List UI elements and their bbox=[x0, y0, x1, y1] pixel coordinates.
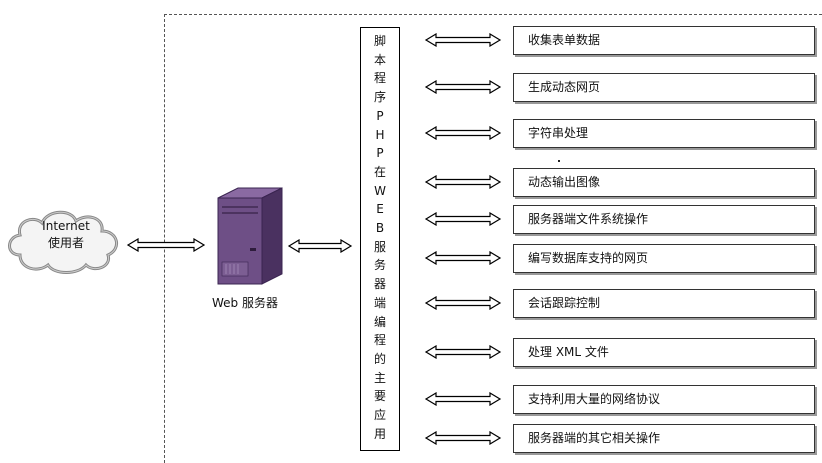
cloud-icon bbox=[8, 210, 118, 274]
cloud-label: Internet 使用者 bbox=[14, 218, 118, 252]
cloud-label-line2: 使用者 bbox=[47, 236, 84, 250]
double-arrow-icon bbox=[424, 251, 502, 265]
server-icon bbox=[217, 187, 283, 285]
cloud-label-line1: Internet bbox=[42, 219, 90, 233]
application-item: 支持利用大量的网络协议 bbox=[513, 385, 815, 414]
application-item: 服务器端文件系统操作 bbox=[513, 205, 815, 234]
double-arrow-icon bbox=[126, 238, 206, 252]
stray-dot bbox=[558, 160, 560, 162]
application-item: 收集表单数据 bbox=[513, 26, 815, 55]
double-arrow-icon bbox=[424, 431, 502, 445]
application-item: 生成动态网页 bbox=[513, 73, 815, 102]
application-item: 编写数据库支持的网页 bbox=[513, 244, 815, 273]
application-item: 字符串处理 bbox=[513, 119, 815, 148]
server-label: Web 服务器 bbox=[212, 296, 278, 310]
application-item: 处理 XML 文件 bbox=[513, 338, 815, 367]
double-arrow-icon bbox=[424, 33, 502, 47]
double-arrow-icon bbox=[424, 80, 502, 94]
double-arrow-icon bbox=[287, 239, 353, 253]
dashed-border-top bbox=[164, 14, 822, 15]
application-item: 服务器端的其它相关操作 bbox=[513, 424, 815, 453]
application-item: 动态输出图像 bbox=[513, 168, 815, 197]
application-item: 会话跟踪控制 bbox=[513, 289, 815, 318]
dashed-border-left bbox=[164, 14, 165, 463]
double-arrow-icon bbox=[424, 212, 502, 226]
double-arrow-icon bbox=[424, 126, 502, 140]
double-arrow-icon bbox=[424, 296, 502, 310]
double-arrow-icon bbox=[424, 392, 502, 406]
double-arrow-icon bbox=[424, 175, 502, 189]
vertical-title: 脚 本 程 序 P H P 在 W E B 服 务 器 端 编 程 的 主 要 … bbox=[373, 34, 386, 441]
vertical-title-box: 脚 本 程 序 P H P 在 W E B 服 务 器 端 编 程 的 主 要 … bbox=[360, 27, 400, 451]
double-arrow-icon bbox=[424, 345, 502, 359]
